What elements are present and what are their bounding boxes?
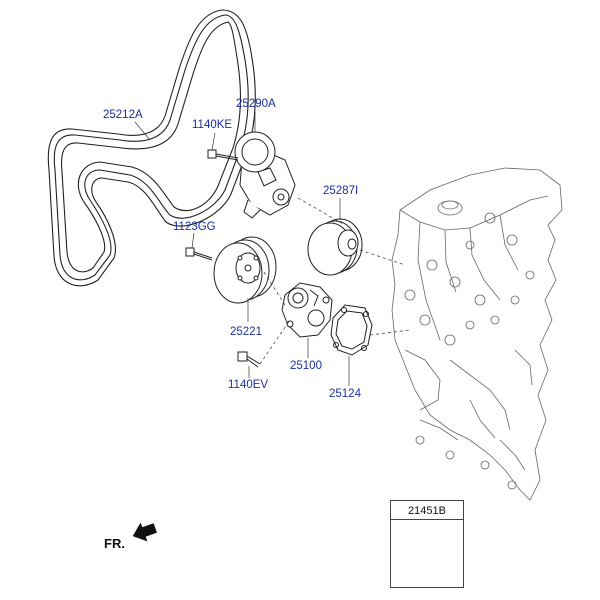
label-belt: 25212A (103, 109, 143, 121)
water-pump (281, 282, 333, 338)
front-arrow-icon (132, 522, 157, 542)
engine-block (391, 167, 563, 501)
inset-panel: 21451B (390, 500, 464, 588)
idler-pulley (307, 218, 363, 276)
label-bolt-pump: 1140EV (228, 379, 269, 391)
front-indicator: FR. (104, 536, 125, 551)
leader-lines (134, 112, 411, 386)
label-idler: 25287I (323, 185, 359, 197)
bolt-1140ke (207, 149, 239, 161)
inset-part-number: 21451B (408, 505, 446, 517)
inset-header: 21451B (391, 501, 463, 520)
label-tensioner: 25290A (236, 98, 276, 110)
label-pulley: 25221 (230, 326, 262, 338)
bolt-1140ev (237, 351, 261, 368)
tensioner-assembly (234, 131, 296, 219)
label-bolt-pulley: 1123GG (173, 221, 216, 233)
drive-belt (47, 9, 256, 287)
pump-pulley (213, 236, 277, 304)
bolt-1123gg (185, 247, 213, 261)
label-bolt-tensioner: 1140KE (192, 119, 233, 131)
label-pump: 25100 (290, 360, 322, 372)
pump-gasket (330, 304, 373, 356)
label-gasket: 25124 (329, 388, 361, 400)
